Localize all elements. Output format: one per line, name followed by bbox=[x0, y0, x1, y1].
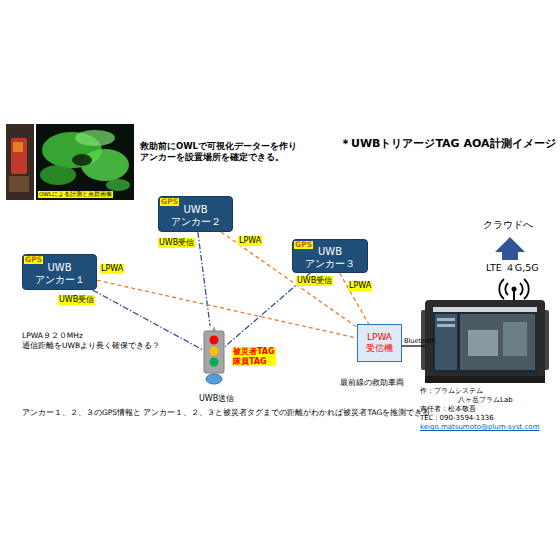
note-text: アンカー１、２、３のGPS情報と アンカー１、２、３と被災者タグまでの距離がわか… bbox=[22, 408, 438, 417]
device-shape bbox=[11, 138, 27, 174]
diagram-title: ＊UWBトリアージTAG AOA計測イメージ bbox=[340, 136, 556, 151]
photo-frame bbox=[6, 124, 34, 200]
uwb-link bbox=[93, 290, 203, 350]
signal-tag: UWB受信 bbox=[296, 276, 333, 286]
tag-caption: UWB送信 bbox=[199, 393, 234, 404]
credit-line: 八ヶ岳プラムLab bbox=[458, 396, 513, 404]
note-text: 救助前にOWLで可視化データーを作り アンカーを設置場所を確定できる。 bbox=[140, 141, 297, 164]
signal-tag: UWB受信 bbox=[58, 295, 95, 305]
gps-badge: GPS bbox=[24, 256, 43, 264]
window-bar bbox=[433, 307, 537, 312]
window-image bbox=[468, 330, 498, 356]
laptop-screen bbox=[433, 307, 537, 373]
bluetooth-link bbox=[402, 345, 425, 346]
upload-arrow bbox=[495, 237, 525, 260]
lpwa-link bbox=[97, 280, 357, 338]
tag-lamp bbox=[210, 358, 219, 367]
anchor-box: GPSUWB アンカー１ bbox=[22, 254, 97, 290]
laptop-base bbox=[425, 376, 545, 383]
credit-line: 作：プラムシステム bbox=[420, 387, 483, 395]
device-shape bbox=[13, 142, 23, 152]
window-image bbox=[503, 322, 527, 356]
email-link: keigo.matsumoto@plum-syst.com bbox=[420, 423, 539, 431]
photo-caption: OWLによる計測と点群画像 bbox=[38, 191, 113, 198]
point-cloud bbox=[75, 130, 115, 146]
gps-badge: GPS bbox=[160, 198, 179, 206]
point-cloud bbox=[81, 149, 129, 181]
tag-lamp bbox=[210, 336, 219, 345]
cloud-label: クラウドへ bbox=[483, 219, 533, 231]
signal-arc bbox=[505, 283, 508, 295]
point-cloud bbox=[106, 179, 130, 191]
device-shape bbox=[9, 176, 29, 192]
anchor-box: GPSUWB アンカー２ bbox=[158, 196, 233, 232]
tag-body bbox=[204, 331, 224, 373]
tag-lamp bbox=[210, 347, 219, 356]
laptop-body bbox=[425, 300, 545, 383]
photo-frame bbox=[36, 124, 134, 200]
rugged-laptop bbox=[421, 300, 549, 383]
signal-tag: LPWA bbox=[100, 264, 124, 274]
antenna-symbol bbox=[499, 279, 528, 301]
triage-tag: 被災者TAG 隊員TAGUWB送信 bbox=[203, 326, 225, 386]
gps-badge: GPS bbox=[294, 241, 313, 249]
anchor-box: GPSUWB アンカー３ bbox=[292, 239, 368, 273]
window-panel bbox=[435, 314, 457, 370]
network-label: LTE ４G,5G bbox=[486, 262, 539, 273]
vehicle-label: 最前線の救助車両 bbox=[340, 378, 404, 388]
note-text: LPWA９２０MHz 通信距離をUWBより長く確保できる？ bbox=[22, 331, 160, 351]
signal-tag: LPWA bbox=[238, 236, 262, 246]
receiver-box: LPWA 受信機 bbox=[357, 324, 402, 362]
point-cloud-photo bbox=[6, 124, 134, 200]
tag-outline bbox=[203, 326, 225, 386]
signal-arc bbox=[499, 279, 504, 299]
signal-tag: LPWA bbox=[348, 281, 372, 291]
signal-arc bbox=[520, 283, 523, 295]
signal-arc bbox=[524, 279, 529, 299]
link-label: Bluetooth bbox=[404, 338, 436, 346]
uwb-link bbox=[198, 232, 210, 326]
tag-base bbox=[206, 374, 222, 384]
window-panel bbox=[437, 324, 455, 327]
point-cloud bbox=[40, 165, 76, 185]
credit-line: 責任者：松本敬吾 bbox=[420, 405, 476, 413]
antenna-mast bbox=[513, 290, 515, 301]
window-image bbox=[460, 314, 535, 370]
point-cloud bbox=[72, 154, 92, 166]
receiver-label: LPWA 受信機 bbox=[358, 332, 401, 355]
credit-line: TEL：090-3594-1336 bbox=[420, 414, 494, 422]
signal-tag: UWB受信 bbox=[158, 238, 195, 248]
tag-callout: 被災者TAG 隊員TAG bbox=[232, 347, 276, 366]
window-panel bbox=[437, 318, 455, 321]
